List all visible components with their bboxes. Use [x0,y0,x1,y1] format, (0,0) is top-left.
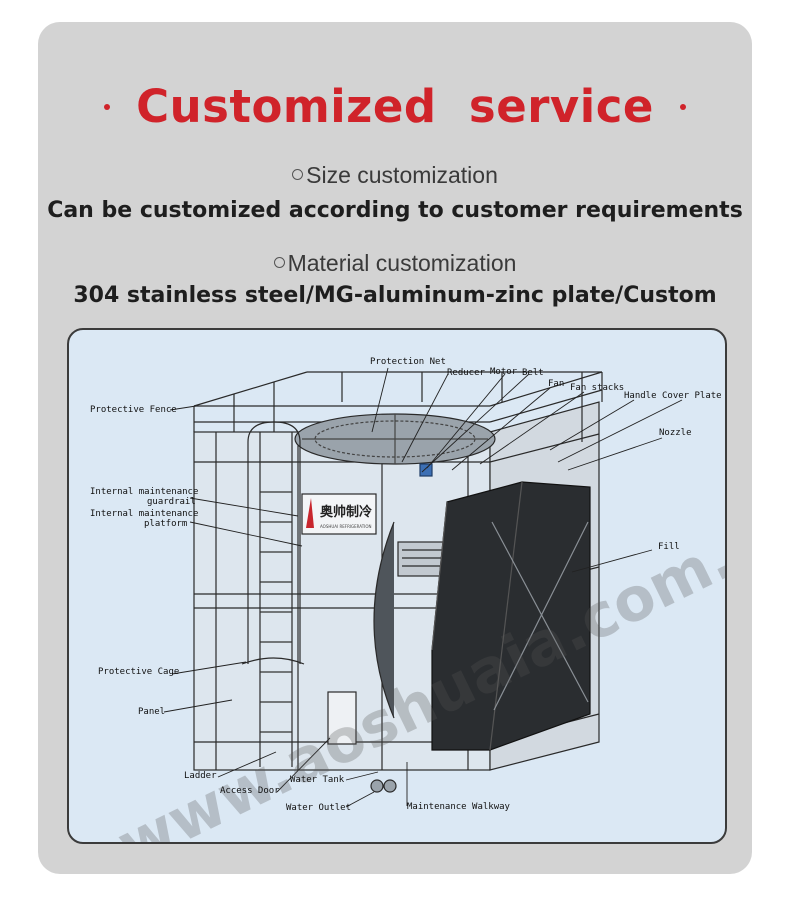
label-access-door: Access Door [220,786,280,796]
page-title: Customized service [0,78,790,136]
motor-icon [419,463,433,477]
label-belt: Belt [522,368,544,378]
label-maintenance-walkway: Maintenance Walkway [407,802,511,812]
label-reducer: Reducer [447,368,486,378]
fill-block [431,481,591,751]
label-protective-fence: Protective Fence [90,405,177,415]
size-customization-desc: Can be customized according to customer … [47,198,743,223]
label-motor: Motor [490,367,518,377]
label-water-outlet: Water Outlet [286,803,351,813]
label-fan-stacks: Fan stacks [570,383,624,393]
ring-bullet-icon [273,257,285,269]
label-water-tank: Water Tank [290,775,345,785]
protective-cage [247,421,301,443]
label-fill: Fill [658,542,680,552]
label-nozzle: Nozzle [659,428,692,438]
material-label-text: Material customization [287,250,517,276]
label-guardrail-line1: Internal maintenance [90,487,198,497]
label-cover-plate: Cover Plate [662,391,722,401]
label-fan: Fan [548,379,564,389]
size-customization-label: Size customization [0,160,790,190]
diagram-svg: www.aoshuaia.com.cn 奥帅制冷 AOSHUAI REFRIGE… [90,357,725,842]
logo-subtext: AOSHUAI REFRIGERATION [320,524,371,529]
brand-logo-icon [306,498,314,528]
label-platform-line2: platform [144,519,187,529]
label-protection-net: Protection Net [370,357,446,367]
size-label-text: Size customization [306,162,498,188]
access-door [327,691,357,745]
material-customization-label: Material customization [0,248,790,278]
title-dot-left [104,104,111,110]
logo-text: 奥帅制冷 [320,504,372,520]
label-panel: Panel [138,707,165,717]
air-inlet [373,521,395,719]
label-ladder: Ladder [184,771,217,781]
label-handle: Handle [624,391,657,401]
label-platform-line1: Internal maintenance [90,509,198,519]
label-guardrail-line2: guardrail [147,497,196,507]
title-dot-right [679,104,686,110]
label-protective-cage: Protective Cage [98,667,179,677]
material-customization-desc: 304 stainless steel/MG-aluminum-zinc pla… [73,283,717,308]
ring-bullet-icon [292,169,304,181]
logo-plate [301,493,377,535]
cooling-tower-diagram: www.aoshuaia.com.cn 奥帅制冷 AOSHUAI REFRIGE… [67,328,727,844]
title-text: Customized service [136,80,654,133]
